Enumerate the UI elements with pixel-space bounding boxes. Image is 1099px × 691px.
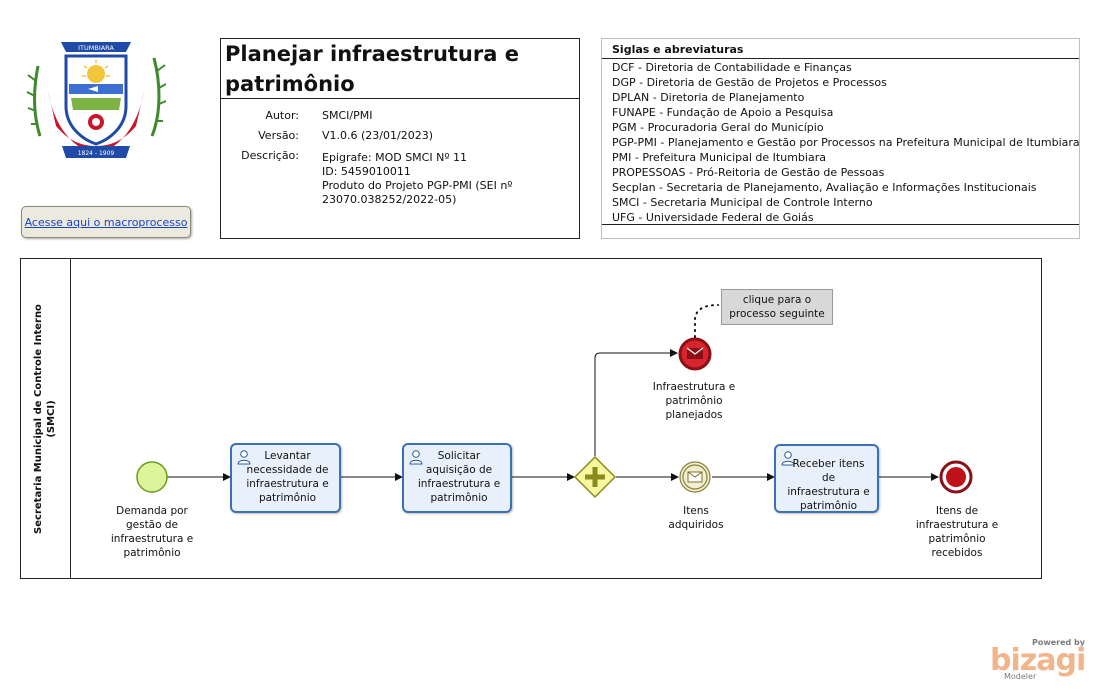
author-label: Autor:: [265, 109, 299, 122]
abbreviations-list: DCF - Diretoria de Contabilidade e Finan…: [612, 60, 1080, 225]
intermediate-event-label: Itens adquiridos: [668, 505, 724, 531]
user-task-icon: [781, 451, 795, 466]
next-process-annotation[interactable]: clique para o processo seguinte: [721, 289, 833, 325]
abbreviation-item: SMCI - Secretaria Municipal de Controle …: [612, 196, 873, 209]
svg-text:ITUMBIARA: ITUMBIARA: [78, 44, 114, 52]
user-task-icon: [237, 450, 251, 465]
end-event[interactable]: [938, 459, 974, 495]
description-line: 23070.038252/2022-05): [322, 193, 457, 206]
message-end-event-label: Infraestrutura e patrimônio planejados: [652, 381, 736, 421]
version-label: Versão:: [258, 129, 299, 142]
process-pool: Secretaria Municipal de Controle Interno…: [20, 258, 1042, 579]
parallel-gateway[interactable]: [573, 455, 617, 499]
modeler-text: Modeler: [1004, 672, 1037, 681]
abbreviation-item: UFG - Universidade Federal de Goiás: [612, 211, 814, 224]
annotation-association: [694, 304, 719, 338]
abbreviation-item: PMI - Prefeitura Municipal de Itumbiara: [612, 151, 826, 164]
flow-gateway-to-message-end: [594, 349, 678, 456]
abbreviations-divider: [602, 58, 1079, 59]
description-line: ID: 5459010011: [322, 165, 411, 178]
task-label: Receber itens de infraestrutura e patrim…: [787, 458, 870, 512]
municipal-coat-of-arms-logo: ITUMBIARA 1824 - 1909: [26, 36, 167, 164]
svg-text:1824 - 1909: 1824 - 1909: [78, 150, 115, 157]
user-task-icon: [409, 450, 423, 465]
powered-by-text: Powered by: [1032, 638, 1085, 647]
start-event[interactable]: [135, 460, 169, 494]
abbreviation-item: DCF - Diretoria de Contabilidade e Finan…: [612, 61, 852, 74]
abbreviations-box: Siglas e abreviaturas DCF - Diretoria de…: [601, 38, 1080, 239]
abbreviation-item: PGM - Procuradoria Geral do Município: [612, 121, 824, 134]
abbreviation-item: DPLAN - Diretoria de Planejamento: [612, 91, 805, 104]
abbreviation-item: PROPESSOAS - Pró-Reitoria de Gestão de P…: [612, 166, 885, 179]
abbreviation-item: FUNAPE - Fundação de Apoio a Pesquisa: [612, 106, 834, 119]
description-line: Epigrafe: MOD SMCI Nº 11: [322, 151, 467, 164]
description-line: Produto do Projeto PGP-PMI (SEI nº: [322, 179, 513, 192]
message-end-event[interactable]: [677, 336, 713, 372]
process-title: Planejar infraestrutura e patrimônio: [225, 42, 519, 96]
description-label: Descrição:: [241, 149, 299, 162]
task-label: Solicitar aquisição de infraestrutura e …: [417, 450, 501, 504]
task-label: Levantar necessidade de infraestrutura e…: [246, 450, 329, 504]
bizagi-logo: bizagi: [990, 643, 1086, 678]
abbreviation-item: DGP - Diretoria de Gestão de Projetos e …: [612, 76, 887, 89]
title-divider: [221, 98, 579, 99]
task-solicitar-aquisicao[interactable]: Solicitar aquisição de infraestrutura e …: [402, 443, 512, 513]
intermediate-message-event[interactable]: [678, 460, 712, 494]
abbreviation-item: Secplan - Secretaria de Planejamento, Av…: [612, 181, 1037, 194]
macroprocess-link-button[interactable]: Acesse aqui o macroprocesso: [21, 206, 191, 238]
process-header-box: Planejar infraestrutura e patrimônio Aut…: [220, 38, 580, 239]
version-value: V1.0.6 (23/01/2023): [322, 129, 433, 142]
abbreviations-title: Siglas e abreviaturas: [612, 43, 744, 56]
author-value: SMCI/PMI: [322, 109, 373, 122]
end-event-label: Itens de infraestrutura e patrimônio rec…: [915, 505, 999, 559]
lane-header: Secretaria Municipal de Controle Interno…: [21, 259, 71, 578]
abbreviation-item: PGP-PMI - Planejamento e Gestão por Proc…: [612, 136, 1080, 149]
task-levantar-necessidade[interactable]: Levantar necessidade de infraestrutura e…: [230, 443, 341, 513]
start-event-label: Demanda por gestão de infraestrutura e p…: [110, 505, 194, 559]
task-receber-itens[interactable]: Receber itens de infraestrutura e patrim…: [774, 444, 879, 513]
abbreviations-divider-bottom: [602, 224, 1079, 225]
description-value: Epigrafe: MOD SMCI Nº 11 ID: 5459010011 …: [322, 151, 572, 207]
